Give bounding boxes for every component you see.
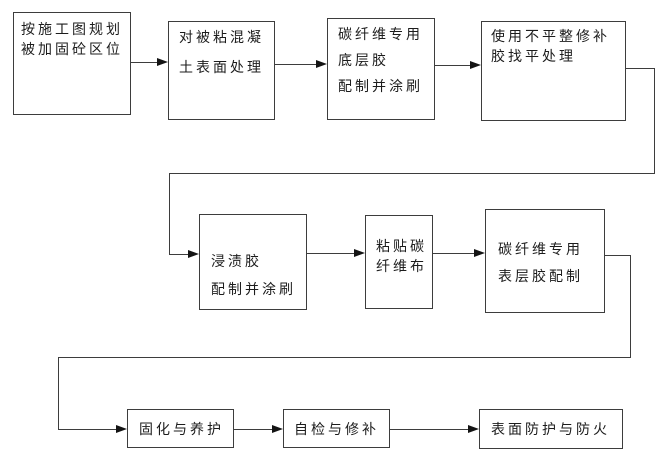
arrow-line-step1-step2 bbox=[131, 62, 158, 63]
flow-step-layout-planning: 按施工图规划 被加固砼区位 bbox=[13, 12, 131, 115]
flow-step-surface-protection: 表面防护与防火 bbox=[479, 409, 623, 449]
connector-step4-step5-seg5 bbox=[169, 254, 189, 255]
flow-step-self-inspection: 自检与修补 bbox=[283, 409, 390, 448]
flow-step-topcoat-glue: 碳纤维专用 表层胶配制 bbox=[485, 209, 605, 313]
arrow-line-step3-step4 bbox=[435, 65, 471, 66]
arrowhead-icon bbox=[354, 249, 365, 257]
arrowhead-icon bbox=[272, 425, 283, 433]
arrowhead-icon bbox=[116, 425, 127, 433]
flow-step-primer-glue-apply: 碳纤维专用 底层胶 配制并涂刷 bbox=[327, 18, 435, 120]
flow-step-impregnation-glue: 浸渍胶 配制并涂刷 bbox=[199, 214, 307, 310]
arrowhead-icon bbox=[470, 61, 481, 69]
flow-step-label: 自检与修补 bbox=[294, 421, 379, 438]
arrowhead-icon bbox=[468, 425, 479, 433]
arrowhead-icon bbox=[474, 249, 485, 257]
connector-step4-step5-seg3 bbox=[169, 173, 655, 174]
arrow-line-step6-step7 bbox=[433, 253, 475, 254]
flow-step-label: 固化与养护 bbox=[139, 421, 224, 438]
flow-step-paste-carbon-fiber: 粘贴碳 纤维布 bbox=[365, 215, 433, 309]
connector-step7-step8-seg5 bbox=[58, 429, 117, 430]
connector-step7-step8-seg2 bbox=[630, 255, 631, 358]
flow-step-surface-treatment: 对被粘混凝 土表面处理 bbox=[168, 21, 275, 120]
connector-step4-step5-seg1 bbox=[626, 68, 655, 69]
arrow-line-step8-step9 bbox=[234, 429, 273, 430]
flow-step-label: 表面防护与防火 bbox=[491, 422, 610, 438]
flow-step-leveling-repair: 使用不平整修补 胶找平处理 bbox=[481, 21, 626, 121]
connector-step7-step8-seg4 bbox=[58, 357, 59, 430]
connector-step7-step8-seg1 bbox=[605, 255, 631, 256]
arrow-line-step2-step3 bbox=[275, 64, 317, 65]
connector-step4-step5-seg2 bbox=[654, 68, 655, 174]
arrowhead-icon bbox=[157, 58, 168, 66]
arrowhead-icon bbox=[188, 250, 199, 258]
arrowhead-icon bbox=[316, 60, 327, 68]
connector-step4-step5-seg4 bbox=[169, 173, 170, 254]
arrow-line-step5-step6 bbox=[307, 253, 355, 254]
connector-step7-step8-seg3 bbox=[58, 357, 631, 358]
arrow-line-step9-step10 bbox=[390, 429, 469, 430]
flow-step-curing: 固化与养护 bbox=[127, 409, 234, 448]
